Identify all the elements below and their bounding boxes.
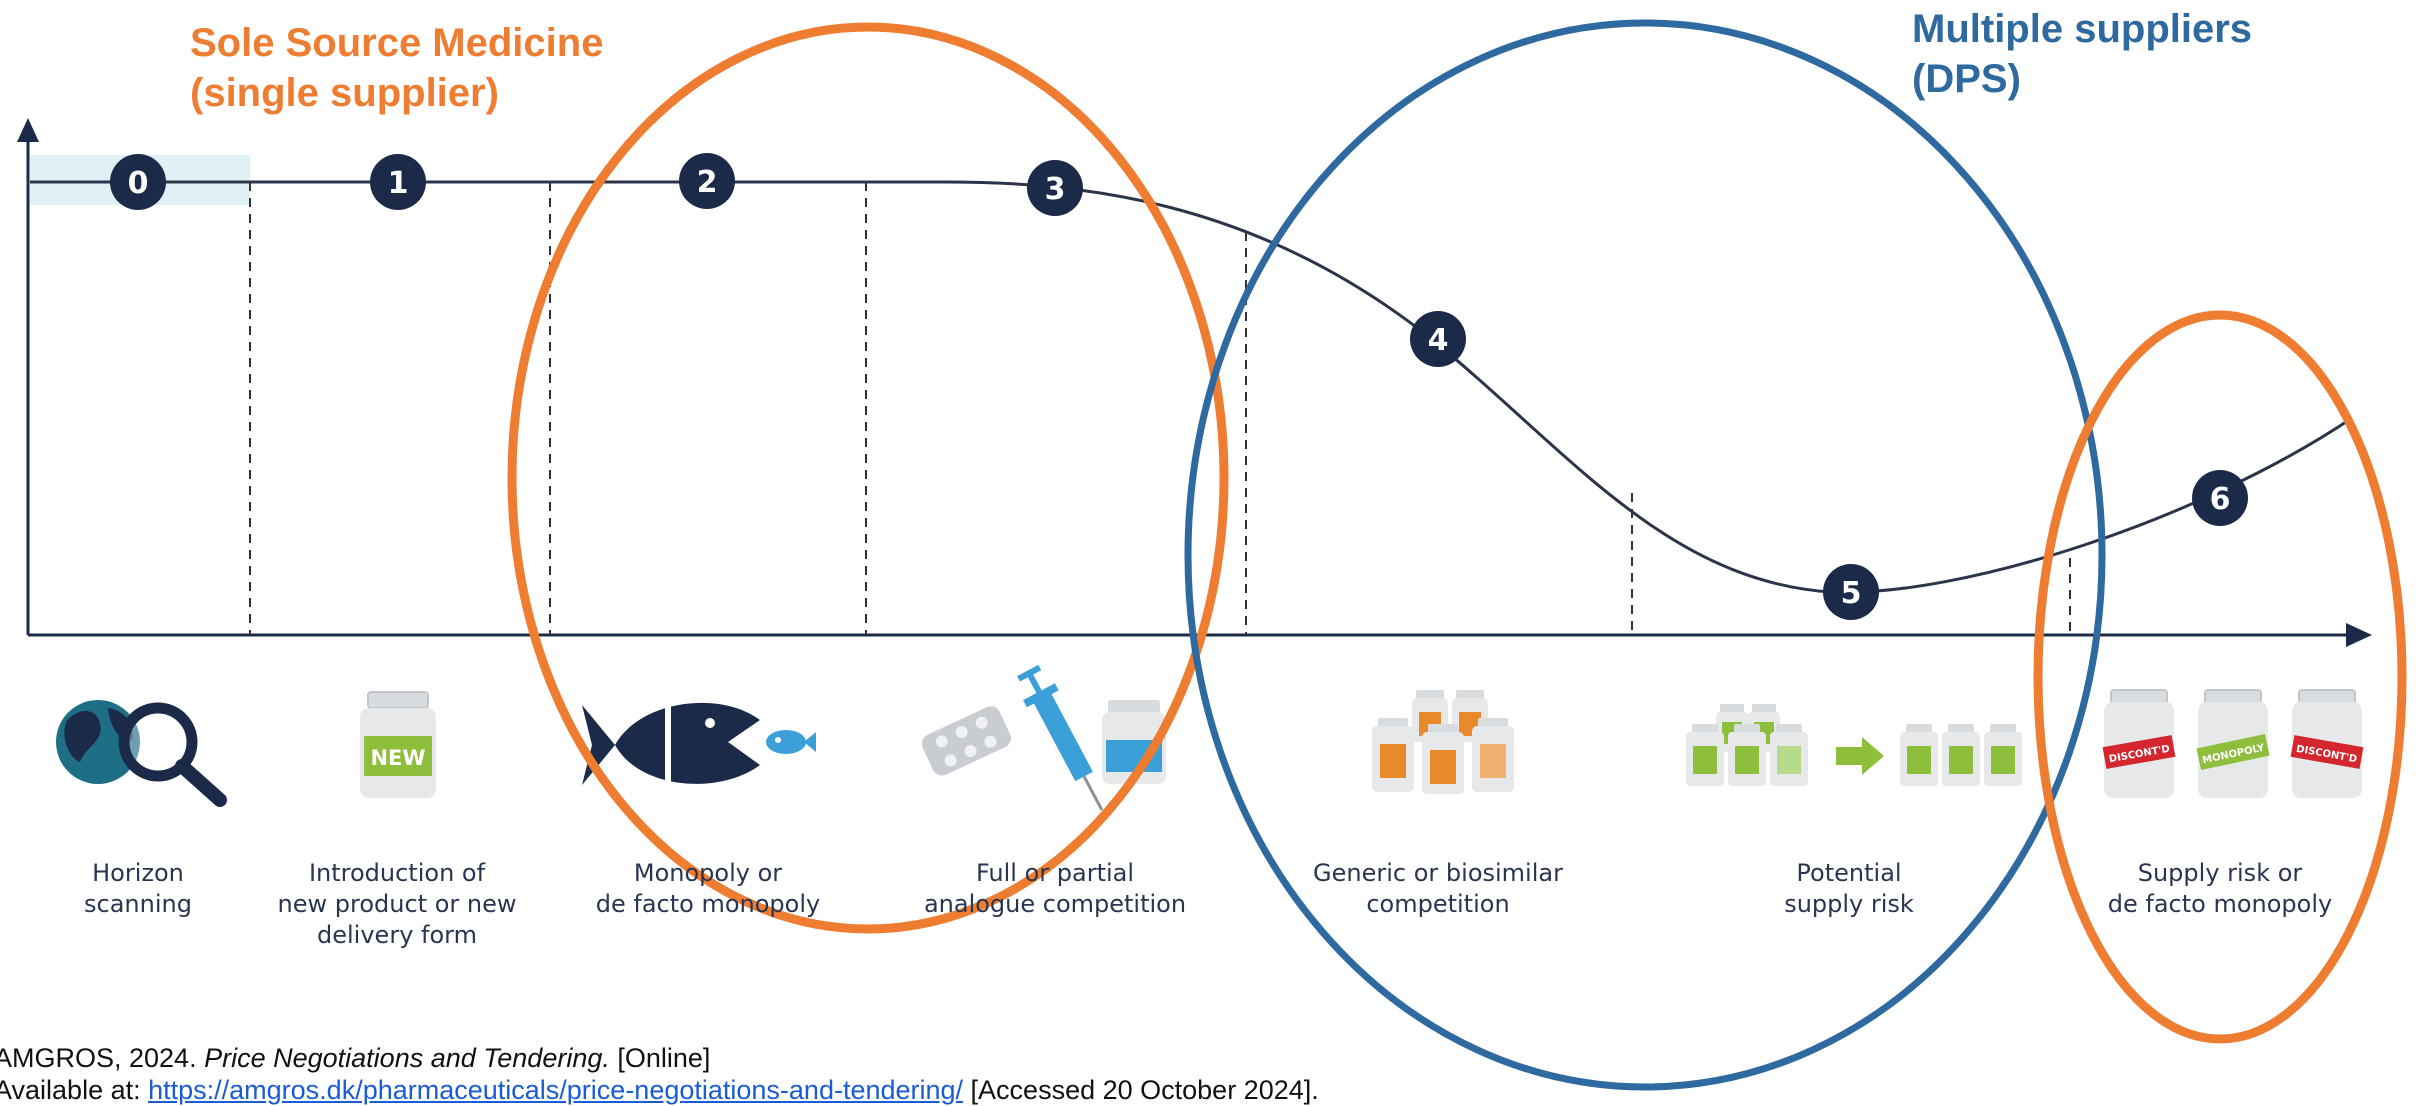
new-label-text: NEW	[370, 746, 425, 770]
citation-author-year: AMGROS, 2024.	[0, 1043, 205, 1073]
stage-marker-2: 2	[679, 153, 735, 209]
stage-number-0: 0	[128, 166, 149, 201]
citation-title: Price Negotiations and Tendering.	[204, 1043, 610, 1073]
stage-number-4: 4	[1428, 323, 1449, 358]
stage-marker-3: 3	[1027, 160, 1083, 216]
citation-link[interactable]: https://amgros.dk/pharmaceuticals/price-…	[148, 1075, 964, 1105]
stage-number-6: 6	[2210, 482, 2231, 517]
stage-label-5: Potential supply risk	[1784, 859, 1914, 918]
y-axis-arrowhead	[17, 118, 39, 142]
stage-label-4: Generic or biosimilar competition	[1313, 859, 1563, 918]
citation-line-2: Available at: https://amgros.dk/pharmace…	[0, 1074, 2419, 1106]
stage-marker-0: 0	[110, 154, 166, 210]
new-product-jar-icon: NEW	[360, 691, 436, 798]
x-axis-arrowhead	[2346, 623, 2372, 647]
stage-marker-1: 1	[370, 154, 426, 210]
globe-magnifier-icon	[56, 700, 227, 807]
stage-marker-6: 6	[2192, 470, 2248, 526]
discontinued-monopoly-jars-icon: DISCONT'D MONOPOLY DISCONT'D	[2102, 689, 2364, 798]
many-bottles-icon	[1372, 690, 1514, 794]
jar-discontinued-right: DISCONT'D	[2290, 689, 2364, 798]
pills-syringe-jar-icon	[921, 664, 1166, 811]
jar-monopoly-center: MONOPOLY	[2196, 689, 2270, 798]
stage-label-2: Monopoly or de facto monopoly	[595, 859, 821, 918]
citation-online: [Online]	[609, 1043, 711, 1073]
stage-label-3: Full or partial analogue competition	[923, 859, 1187, 918]
stage-marker-4: 4	[1410, 311, 1466, 367]
multiple-suppliers-ellipse	[1184, 19, 2106, 1091]
multiple-suppliers-heading: Multiple suppliers (DPS)	[1912, 7, 2253, 101]
sole-source-ellipse	[507, 22, 1229, 934]
supply-risk-ellipse	[2033, 310, 2407, 1044]
stage-number-1: 1	[388, 166, 409, 201]
stage-label-0: Horizon scanning	[84, 859, 192, 918]
stage-number-5: 5	[1841, 576, 1862, 611]
stage-marker-5: 5	[1823, 564, 1879, 620]
sole-source-heading: Sole Source Medicine (single supplier)	[190, 21, 604, 115]
citation-available-at: Available at:	[0, 1075, 149, 1105]
stage-label-1: Introduction of new product or new deliv…	[277, 859, 517, 949]
jar-discontinued-left: DISCONT'D	[2102, 689, 2176, 798]
citation-line-1: AMGROS, 2024. Price Negotiations and Ten…	[0, 1042, 2419, 1074]
stage-number-3: 3	[1045, 172, 1066, 207]
big-fish-small-fish-icon	[582, 702, 816, 788]
citation-accessed: [Accessed 20 October 2024].	[963, 1075, 1319, 1105]
stage-label-6: Supply risk or de facto monopoly	[2107, 859, 2333, 918]
bottles-reducing-icon	[1686, 704, 2022, 786]
stage-number-2: 2	[697, 165, 718, 200]
